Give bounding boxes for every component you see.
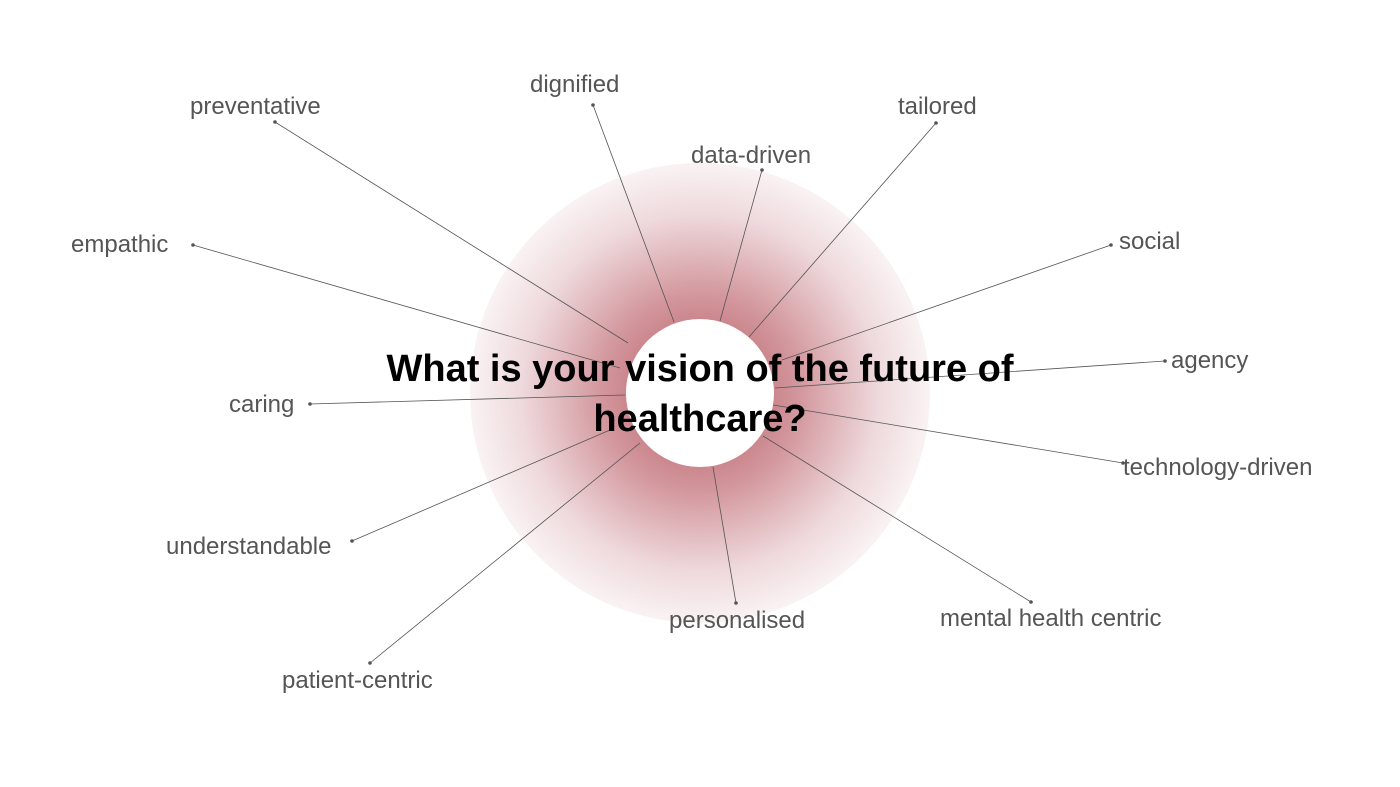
connector-social [781,244,1112,361]
connector-empathic [192,244,621,369]
connector-technology-driven [772,404,1124,464]
word-caring: caring [229,391,295,418]
connector-dot-dignified [591,103,595,107]
word-patient-centric: patient-centric [282,667,433,694]
word-personalised: personalised [669,607,806,634]
word-mental-health-centric: mental health centric [940,605,1162,632]
connector-dot-preventative [273,120,277,124]
connector-dot-empathic [191,243,195,247]
connector-dot-tailored [934,121,938,125]
connector-dot-data-driven [760,168,764,172]
connector-dot-personalised [734,601,738,605]
word-understandable: understandable [166,533,332,560]
connector-personalised [712,466,737,604]
word-dignified: dignified [530,71,620,98]
connector-tailored [748,122,937,338]
question-title: What is your vision of the future of hea… [386,348,1014,440]
connector-dot-understandable [350,539,354,543]
word-agency: agency [1171,347,1249,374]
connector-dot-social [1109,243,1113,247]
connector-dot-caring [308,402,312,406]
word-technology-driven: technology-driven [1123,454,1313,481]
connector-dot-technology-driven [1121,461,1125,465]
center-circle [626,319,774,467]
connector-mental-health-centric [762,435,1032,603]
connector-preventative [274,121,629,344]
word-social: social [1119,228,1181,255]
word-tailored: tailored [898,93,977,120]
connector-agency [774,360,1166,389]
connector-understandable [351,429,611,542]
word-empathic: empathic [71,231,169,258]
connector-patient-centric [369,442,641,664]
connector-dignified [592,104,675,323]
connector-dot-mental-health-centric [1029,600,1033,604]
connector-dot-agency [1163,359,1167,363]
word-data-driven: data-driven [691,142,812,169]
word-preventative: preventative [190,93,321,120]
connector-dot-patient-centric [368,661,372,665]
connector-data-driven [719,169,763,322]
connector-caring [309,394,626,405]
